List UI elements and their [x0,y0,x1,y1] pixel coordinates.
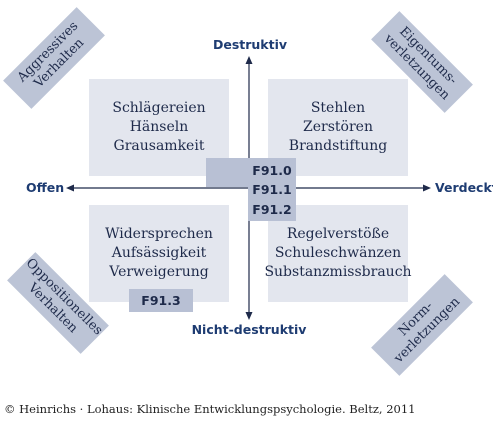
code-label: F91.3 [141,293,181,308]
quadrant-overt-destructive: Schlägereien Hänseln Grausamkeit [89,79,229,176]
axis-label-non-destructive: Nicht-destruktiv [191,322,307,337]
arrow-left-icon [66,184,74,192]
axis-label-destructive: Destruktiv [212,37,288,52]
quadrant-item: Grausamkeit [113,138,205,154]
quadrant-item: Aufsässigkeit [111,245,207,261]
axis-label-covert: Verdeckt [435,180,493,195]
quadrant-item: Schlägereien [112,100,206,116]
arrow-up-icon [245,56,253,64]
arrow-right-icon [423,184,431,192]
quadrant-item: Hänseln [129,119,189,135]
code-center-list: F91.0 F91.1 F91.2 [248,158,296,221]
code-center-box: F91.0 F91.1 F91.2 [206,158,296,221]
arrow-down-icon [245,312,253,320]
quadrant-item: Zerstören [303,119,373,135]
quadrant-covert-nondestructive: Regelverstöße Schuleschwänzen Substanzmi… [264,205,412,302]
code-label: F91.0 [252,162,292,178]
quadrant-overt-nondestructive: Widersprechen Aufsässigkeit Verweigerung [89,205,229,302]
copyright-credit: © Heinrichs · Lohaus: Klinische Entwickl… [4,402,416,416]
quadrant-item: Regelverstöße [286,226,390,242]
quadrant-item: Substanzmissbrauch [264,264,412,280]
code-f91-3: F91.3 [129,289,193,312]
quadrant-item: Brandstiftung [288,138,388,154]
axis-label-overt: Offen [26,180,65,195]
quadrant-item: Stehlen [310,100,366,116]
code-label: F91.2 [252,201,292,217]
quadrant-item: Widersprechen [105,226,213,242]
code-label: F91.1 [252,182,292,197]
quadrant-item: Schuleschwänzen [274,245,402,261]
quadrant-item: Verweigerung [109,264,209,280]
